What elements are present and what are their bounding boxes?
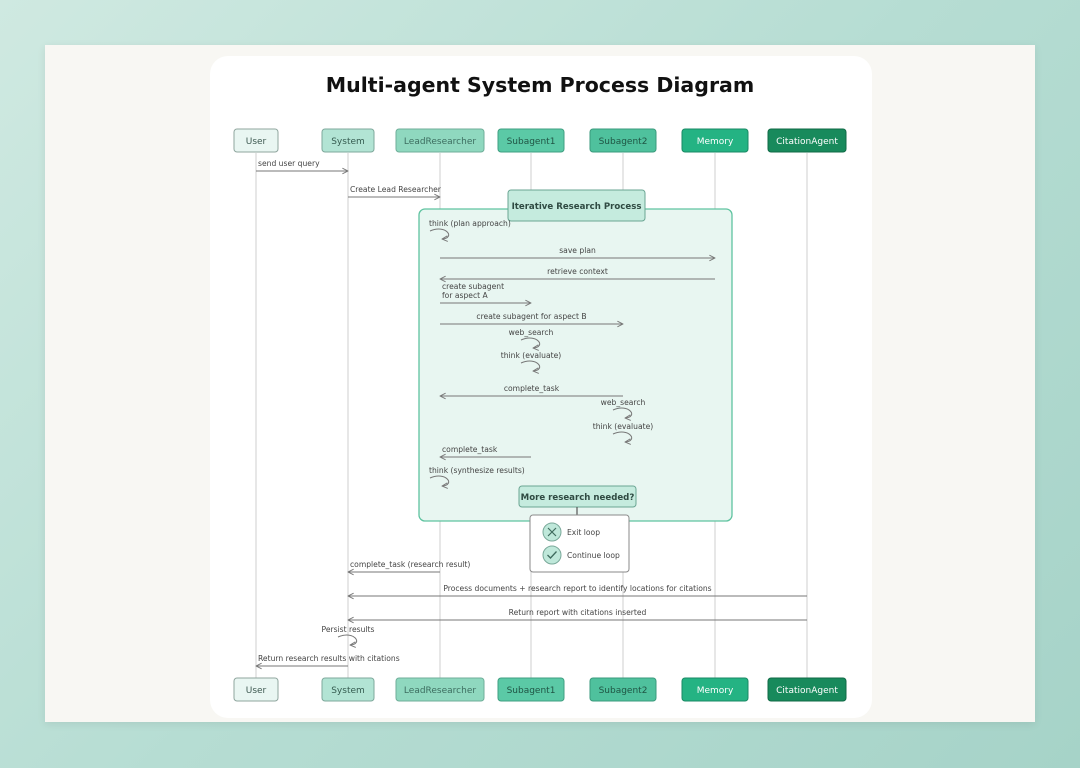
participant-sub1-top: Subagent1 [497,128,565,153]
message-label: Persist results [322,625,375,634]
message-label: complete_task (research result) [350,560,470,569]
decision-options-box [529,514,630,573]
self-loop-arrow [337,634,358,645]
loop-label-box [507,189,646,222]
decision-option-label: Continue loop [567,551,620,560]
participant-sub2-bottom: Subagent2 [589,677,657,702]
message-label: Return report with citations inserted [509,608,647,617]
participant-label: Memory [697,686,734,696]
message-label: for aspect A [442,291,489,300]
participant-label: Subagent1 [507,686,556,696]
message-9: think (evaluate) [501,351,562,371]
participant-label: Subagent2 [599,137,648,147]
message-label: create subagent for aspect B [476,312,586,321]
self-loop-arrow [429,228,450,239]
message-label: send user query [258,159,320,168]
diagram-title: Multi-agent System Process Diagram [326,73,755,97]
message-label: complete_task [442,445,498,454]
message-label: create subagent [442,282,504,291]
message-8: web_search [509,328,554,348]
participant-citation-top: CitationAgent [767,128,847,153]
self-loop-arrow [612,407,633,418]
message-3: think (plan approach) [429,219,511,239]
participant-label: User [246,137,267,147]
participant-label: Subagent2 [599,686,648,696]
message-17: Return report with citations inserted [348,608,807,620]
participant-memory-top: Memory [681,128,749,153]
participant-label: CitationAgent [776,137,838,147]
message-label: complete_task [504,384,560,393]
message-label: save plan [559,246,596,255]
participant-label: User [246,686,267,696]
message-18: Persist results [322,625,375,645]
participant-label: LeadResearcher [404,686,476,696]
message-16: Process documents + research report to i… [348,584,807,596]
self-loop-arrow [429,475,450,486]
message-label: web_search [509,328,554,337]
message-label: think (synthesize results) [429,466,525,475]
message-10: complete_task [440,384,623,396]
participant-label: Subagent1 [507,137,556,147]
message-15: complete_task (research result) [348,560,470,572]
decision-option-label: Exit loop [567,528,600,537]
loop-label: Iterative Research Process [512,202,642,212]
participant-label: CitationAgent [776,686,838,696]
message-label: think (evaluate) [501,351,562,360]
participant-user-bottom: User [233,677,279,702]
participant-memory-bottom: Memory [681,677,749,702]
message-label: Process documents + research report to i… [443,584,711,593]
message-label: Create Lead Researcher [350,185,442,194]
self-loop-arrow [520,337,541,348]
participant-sub1-bottom: Subagent1 [497,677,565,702]
decision-option-1: Exit loop [542,522,600,542]
message-11: web_search [601,398,646,418]
participant-user-top: User [233,128,279,153]
message-label: web_search [601,398,646,407]
participant-system-top: System [321,128,375,153]
self-loop-arrow [520,360,541,371]
message-2: Create Lead Researcher [348,185,442,197]
message-13: complete_task [440,445,531,457]
participant-system-bottom: System [321,677,375,702]
decision-label: More research needed? [521,493,635,503]
participant-label: System [331,686,365,696]
message-label: think (evaluate) [593,422,654,431]
message-14: think (synthesize results) [429,466,525,486]
message-7: create subagent for aspect B [440,312,623,324]
check-icon [542,545,562,565]
participant-label: System [331,137,365,147]
message-19: Return research results with citations [256,654,400,666]
participant-lead-top: LeadResearcher [395,128,485,153]
message-label: think (plan approach) [429,219,511,228]
participant-lead-bottom: LeadResearcher [395,677,485,702]
participant-sub2-top: Subagent2 [589,128,657,153]
participant-label: LeadResearcher [404,137,476,147]
message-12: think (evaluate) [593,422,654,442]
participant-citation-bottom: CitationAgent [767,677,847,702]
participant-label: Memory [697,137,734,147]
message-label: Return research results with citations [258,654,400,663]
decision-option-2: Continue loop [542,545,620,565]
message-5: retrieve context [440,267,715,279]
self-loop-arrow [612,431,633,442]
message-4: save plan [440,246,715,258]
message-label: retrieve context [547,267,608,276]
message-1: send user query [256,159,348,171]
